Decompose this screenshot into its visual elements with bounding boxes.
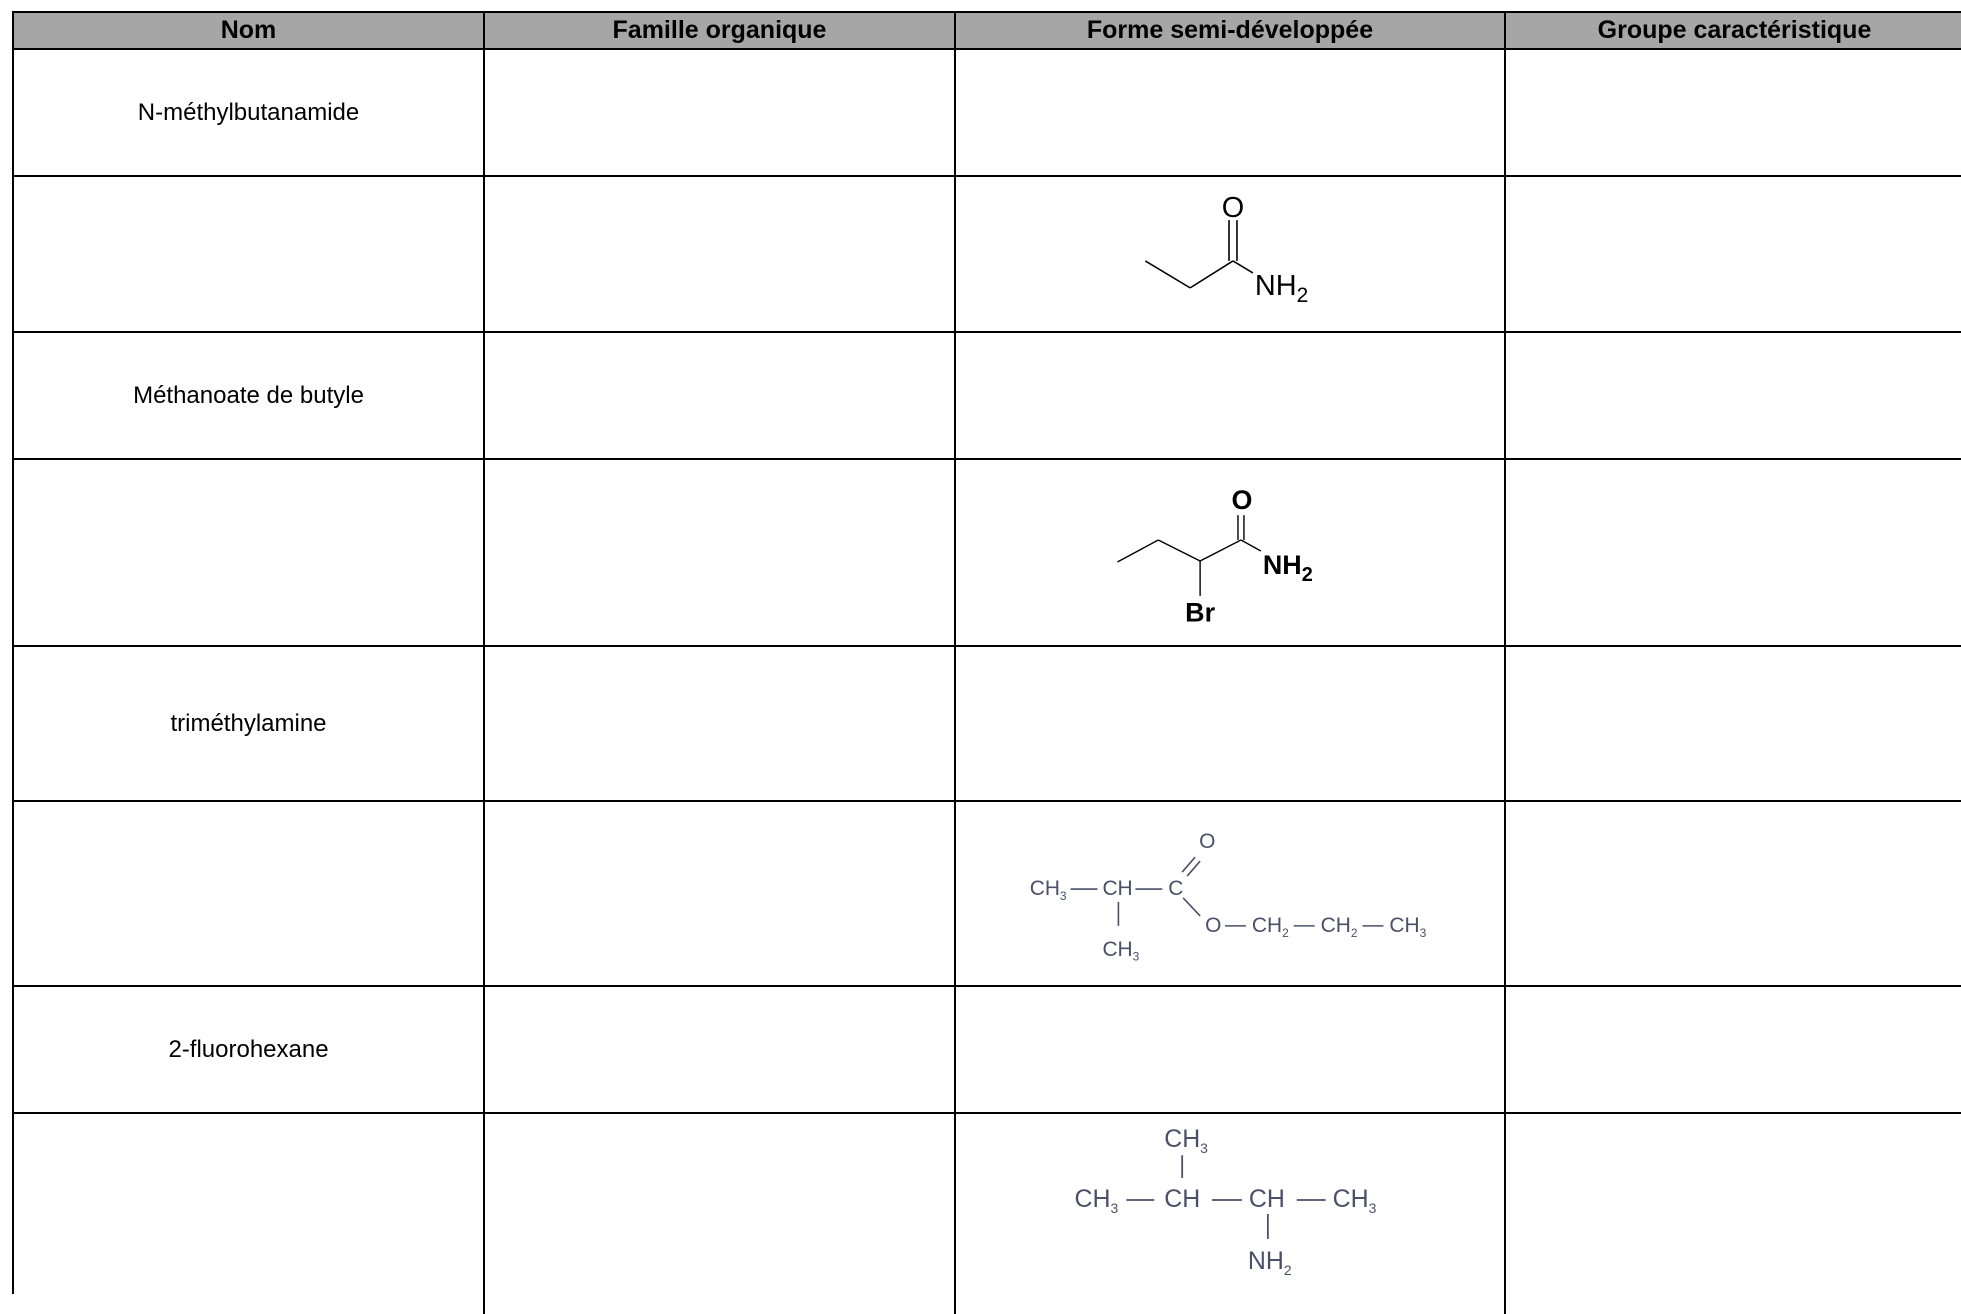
cell-name: 2-fluorohexane <box>14 987 485 1112</box>
ester-oxygen: O <box>1205 914 1221 937</box>
ch-group: CH <box>1249 1185 1285 1213</box>
header-groupe: Groupe caractéristique <box>1597 16 1872 44</box>
cell-family[interactable] <box>485 177 956 331</box>
oxygen-label: O <box>1231 485 1252 515</box>
table-row: O NH2 Br <box>14 460 1961 647</box>
cell-name[interactable] <box>14 460 485 645</box>
table-row: O NH2 <box>14 177 1961 333</box>
compound-name: 2-fluorohexane <box>168 1035 329 1063</box>
ch3-group: CH3 <box>1333 1185 1377 1216</box>
cell-group[interactable] <box>1506 647 1961 800</box>
ch2-group: CH2 <box>1321 914 1358 940</box>
cell-name: triméthylamine <box>14 647 485 800</box>
table-header: Nom Famille organique Forme semi-dévelop… <box>14 13 1961 50</box>
cell-group[interactable] <box>1506 50 1961 175</box>
nh2-group: NH2 <box>1248 1247 1292 1278</box>
ch-group: CH <box>1102 877 1132 900</box>
ch3-group: CH3 <box>1102 938 1139 964</box>
compound-name: N-méthylbutanamide <box>137 98 360 126</box>
ch-group: CH <box>1164 1185 1200 1213</box>
cell-name[interactable] <box>14 802 485 985</box>
oxygen-label: O <box>1199 830 1215 853</box>
cell-name[interactable] <box>14 177 485 331</box>
cell-name: N-méthylbutanamide <box>14 50 485 175</box>
compound-name: triméthylamine <box>170 709 327 737</box>
table-row: CH3 CH C O O CH2 CH2 CH3 CH3 <box>14 802 1961 987</box>
bromobutanamide-structure: O NH2 Br <box>1117 485 1313 628</box>
ch2-group: CH2 <box>1252 914 1289 940</box>
cell-family[interactable] <box>485 987 956 1112</box>
cell-family[interactable] <box>485 1114 956 1314</box>
cell-group[interactable] <box>1506 177 1961 331</box>
bromine-label: Br <box>1185 598 1215 628</box>
cell-group[interactable] <box>1506 1114 1961 1314</box>
oxygen-label: O <box>1222 192 1244 224</box>
header-famille: Famille organique <box>485 13 956 48</box>
ch3-group: CH3 <box>1075 1185 1119 1216</box>
cell-formula: O NH2 Br <box>956 460 1506 645</box>
propanamide-structure: O NH2 <box>1144 192 1308 307</box>
amine-label: NH2 <box>1263 550 1313 586</box>
amine-structure: CH3 CH3 CH CH CH3 NH2 <box>1075 1125 1377 1278</box>
cell-formula[interactable] <box>956 647 1506 800</box>
table-row: 2-fluorohexane <box>14 987 1961 1114</box>
cell-group[interactable] <box>1506 987 1961 1112</box>
compound-name: Méthanoate de butyle <box>133 381 364 409</box>
ch3-group: CH3 <box>1030 877 1067 903</box>
cell-group[interactable] <box>1506 802 1961 985</box>
table-row: triméthylamine <box>14 647 1961 802</box>
table-row: Méthanoate de butyle <box>14 333 1961 460</box>
cell-formula[interactable] <box>956 333 1506 458</box>
cell-family[interactable] <box>485 460 956 645</box>
cell-formula: O NH2 <box>956 177 1506 331</box>
ester-structure: CH3 CH C O O CH2 CH2 CH3 CH3 <box>1030 830 1427 964</box>
header-nom: Nom <box>14 13 485 48</box>
table-row: CH3 CH3 CH CH CH3 NH2 <box>14 1114 1961 1314</box>
ch3-group: CH3 <box>1389 914 1426 940</box>
cell-family[interactable] <box>485 802 956 985</box>
header-forme: Forme semi-développée <box>956 13 1506 48</box>
chemistry-table: Nom Famille organique Forme semi-dévelop… <box>12 11 1961 1314</box>
cell-family[interactable] <box>485 333 956 458</box>
amine-label: NH2 <box>1255 270 1308 307</box>
table-row: N-méthylbutanamide <box>14 50 1961 177</box>
cell-name: Méthanoate de butyle <box>14 333 485 458</box>
ch3-group: CH3 <box>1164 1125 1208 1156</box>
cell-formula: CH3 CH C O O CH2 CH2 CH3 CH3 <box>956 802 1506 985</box>
cell-name[interactable] <box>14 1114 485 1314</box>
cell-group[interactable] <box>1506 460 1961 645</box>
cell-family[interactable] <box>485 647 956 800</box>
cell-formula: CH3 CH3 CH CH CH3 NH2 <box>956 1114 1506 1314</box>
cell-formula[interactable] <box>956 50 1506 175</box>
cell-formula[interactable] <box>956 987 1506 1112</box>
cell-family[interactable] <box>485 50 956 175</box>
cell-group[interactable] <box>1506 333 1961 458</box>
carbonyl-carbon: C <box>1168 877 1183 900</box>
